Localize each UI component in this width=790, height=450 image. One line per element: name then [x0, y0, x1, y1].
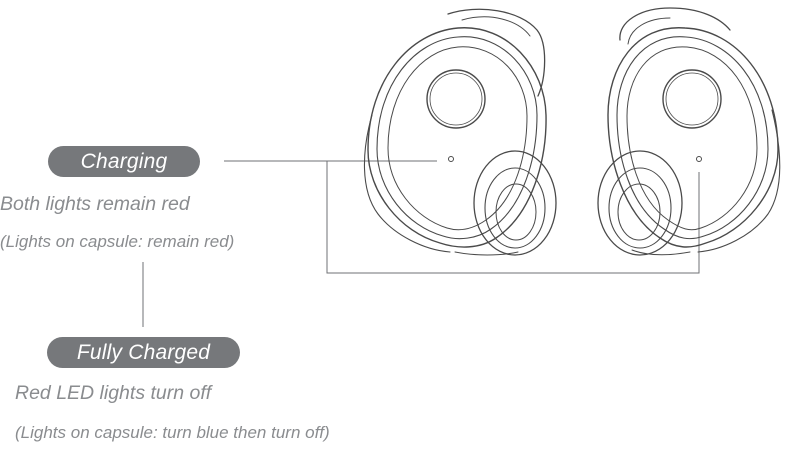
connector-lines	[142, 160, 700, 327]
fully-charged-status-pill: Fully Charged	[47, 337, 240, 368]
charging-status-pill: Charging	[48, 146, 200, 177]
right-earbud	[597, 7, 781, 256]
charging-description: Both lights remain red	[0, 193, 190, 215]
right-led-icon	[696, 156, 702, 162]
bracket-line	[326, 161, 700, 274]
left-led-icon	[448, 156, 454, 162]
fully-charged-description: Red LED lights turn off	[15, 382, 212, 404]
left-earbud	[363, 8, 557, 256]
charging-capsule-note: (Lights on capsule: remain red)	[0, 232, 235, 251]
fully-charged-capsule-note: (Lights on capsule: turn blue then turn …	[15, 423, 330, 442]
right-touch-button-icon	[662, 69, 722, 129]
left-touch-button-icon	[426, 69, 486, 129]
